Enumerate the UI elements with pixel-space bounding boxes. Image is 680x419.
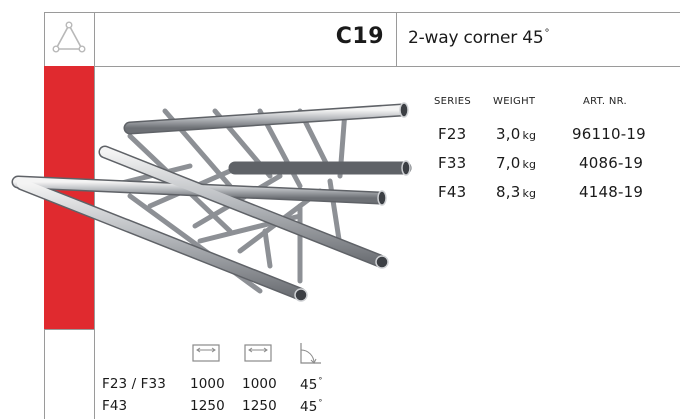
dim-row-2-len2: 1250 <box>242 398 277 414</box>
spec-row-3-series: F43 <box>438 183 467 201</box>
header-bottom-border <box>44 66 680 67</box>
dim-row-2-series: F43 <box>102 398 128 414</box>
spec-row-2-series: F33 <box>438 154 467 172</box>
product-title: 2-way corner 45° <box>408 28 550 48</box>
product-code: C19 <box>335 24 384 49</box>
angle-icon <box>298 340 324 366</box>
header-art-nr: ART. NR. <box>583 96 627 107</box>
dim-row-1-series: F23 / F33 <box>102 376 166 392</box>
image-bottom-border <box>44 329 94 330</box>
dim-row-1-len1: 1000 <box>190 376 225 392</box>
spec-row-1-series: F23 <box>438 125 467 143</box>
dim-row-2-len1: 1250 <box>190 398 225 414</box>
length-dimension-icon <box>192 342 220 364</box>
spec-row-3-art-nr: 4148-19 <box>579 183 644 201</box>
dim-row-1-angle: 45° <box>300 376 323 393</box>
header-weight: WEIGHT <box>493 96 536 107</box>
header-divider <box>396 12 397 66</box>
truss-triangle-icon <box>44 12 94 62</box>
header-series: SERIES <box>434 96 472 107</box>
dim-row-2-angle: 45° <box>300 398 323 415</box>
spec-row-2-art-nr: 4086-19 <box>579 154 644 172</box>
top-border <box>44 12 680 13</box>
dim-row-1-len2: 1000 <box>242 376 277 392</box>
length-dimension-icon <box>244 342 272 364</box>
spec-row-1-art-nr: 96110-19 <box>572 125 646 143</box>
truss-corner-image <box>0 66 420 329</box>
